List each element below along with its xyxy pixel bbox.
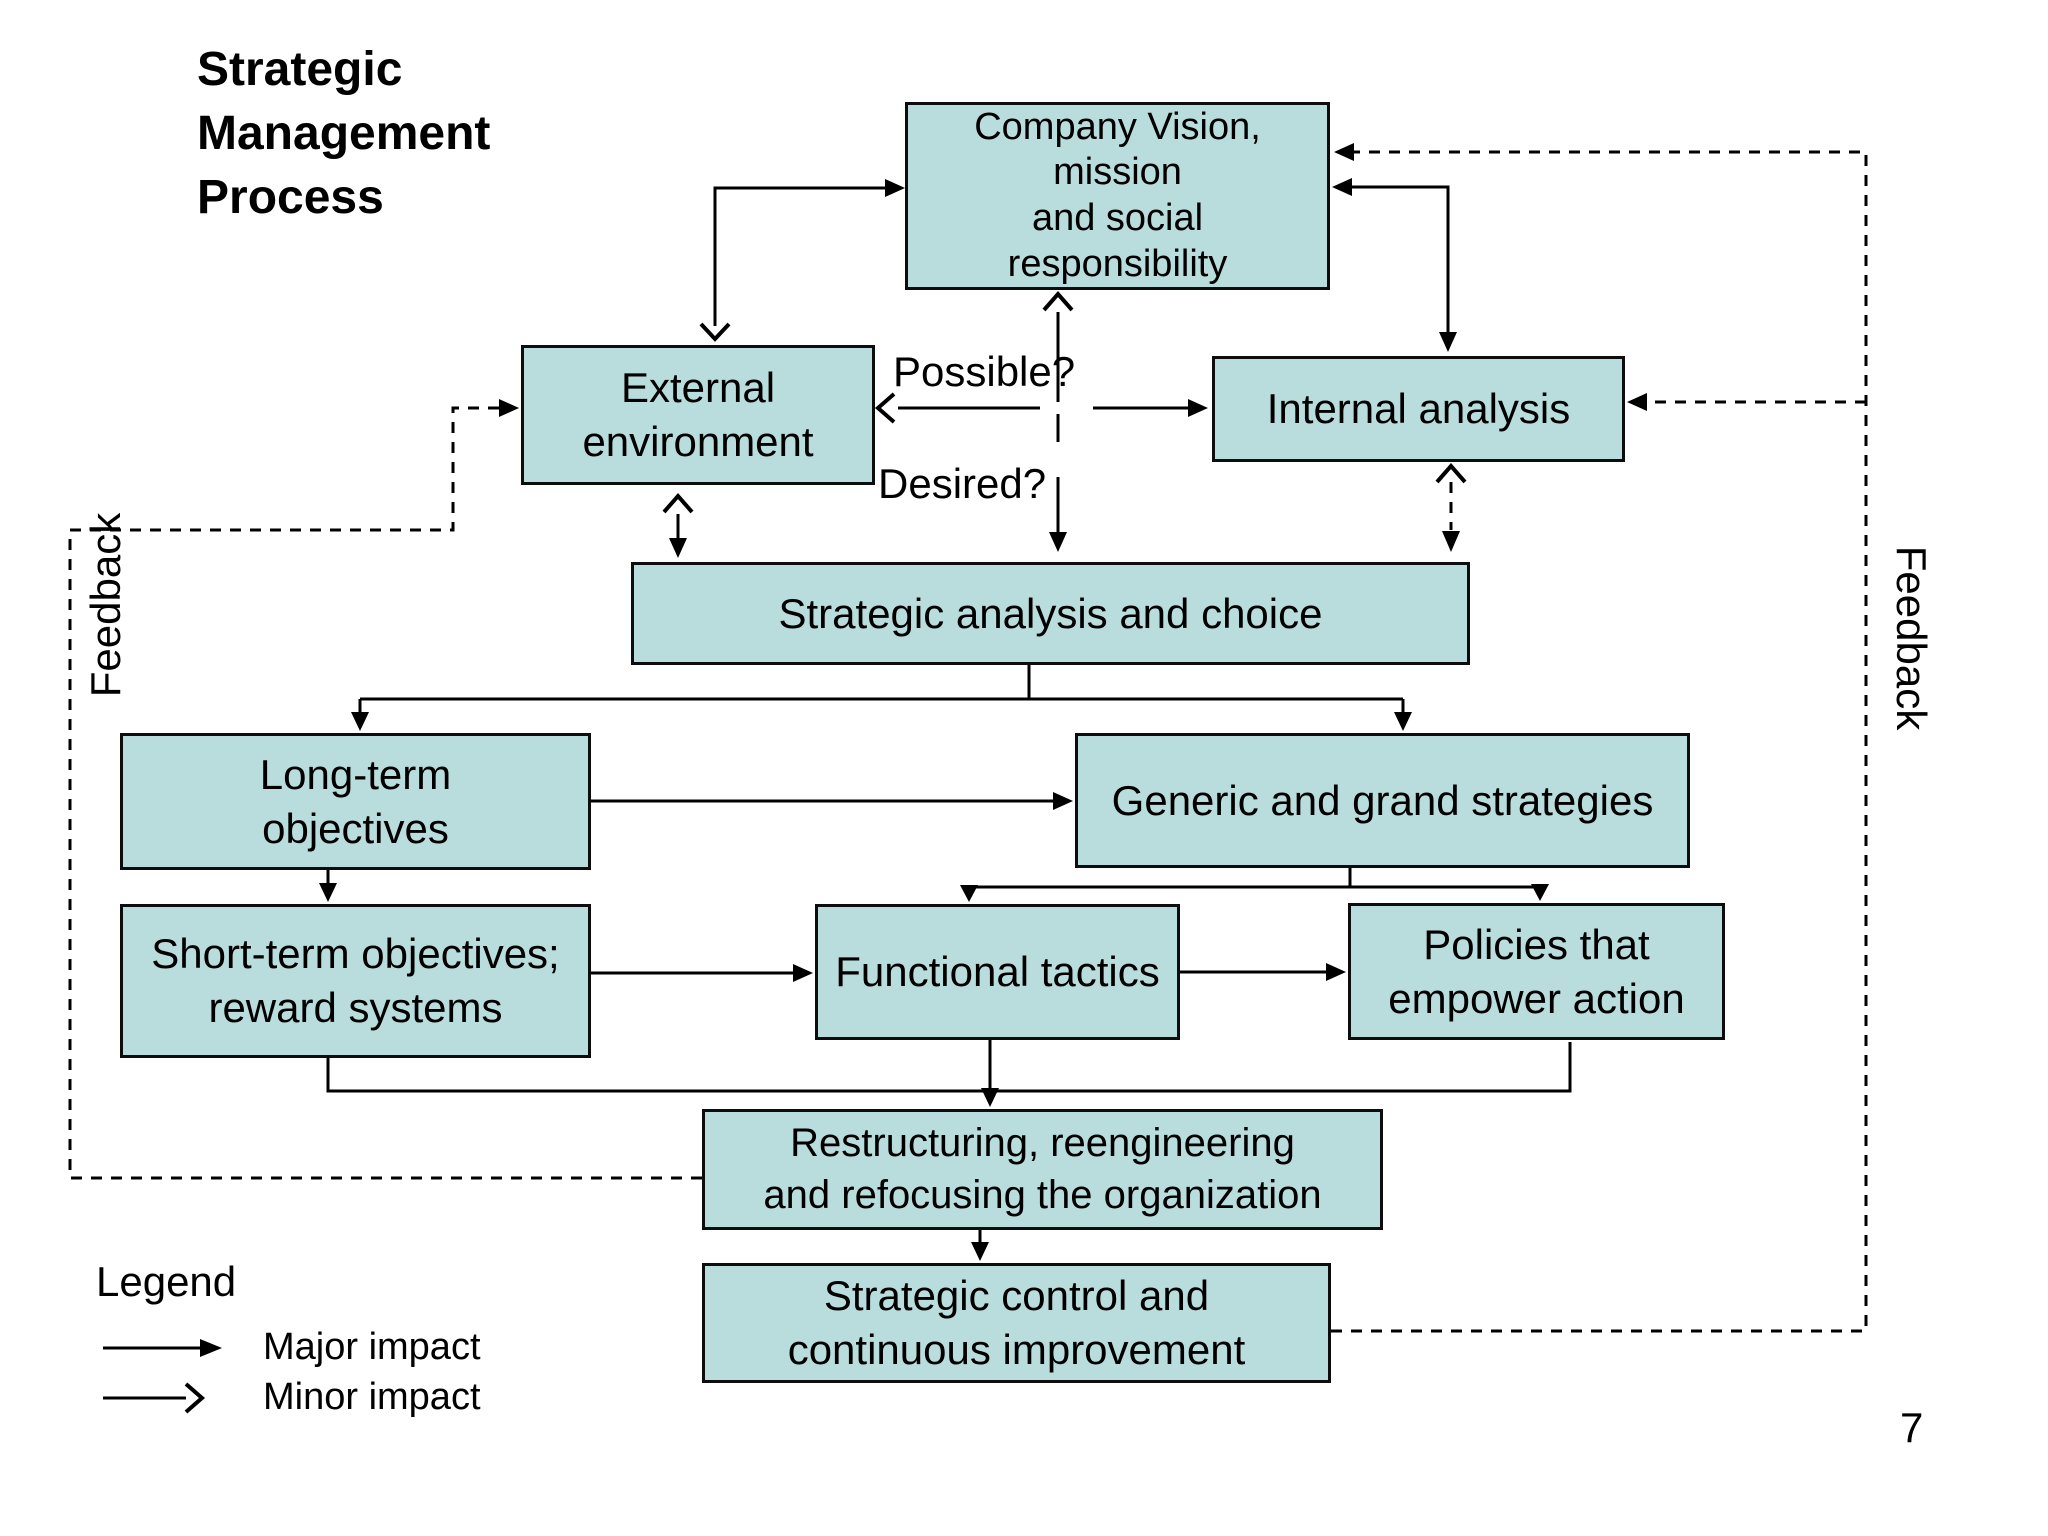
node-policies: Policies that empower action [1348, 903, 1725, 1040]
feedback-left-line [68, 399, 702, 1180]
page-number: 7 [1900, 1404, 1924, 1451]
arrow-restructuring-control [971, 1230, 989, 1261]
node-external-environment: External environment [521, 345, 875, 485]
node-long-term-objectives: Long-term objectives [120, 733, 591, 870]
label-possible: Possible? [893, 348, 1076, 395]
arrow-generic-split [960, 868, 1549, 902]
node-strategic-analysis: Strategic analysis and choice [631, 562, 1470, 665]
legend-label-minor: Minor impact [263, 1376, 481, 1418]
node-functional-tactics: Functional tactics [815, 904, 1180, 1040]
arrow-longterm-generic [591, 792, 1073, 810]
legend-minor-arrow [103, 1382, 206, 1414]
label-feedback-left: Feedback [82, 512, 129, 698]
arrow-shortterm-functional [591, 964, 813, 982]
feedback-right-line [1331, 143, 1868, 1333]
arrow-functional-restructuring [981, 1040, 999, 1107]
arrow-longterm-shortterm [319, 870, 337, 902]
label-feedback-right: Feedback [1888, 545, 1935, 731]
line-bottom-collector [326, 1042, 1572, 1093]
legend-heading: Legend [96, 1258, 237, 1305]
legend-label-major: Major impact [263, 1326, 481, 1368]
arrow-functional-policies [1180, 963, 1346, 981]
node-strategic-control: Strategic control and continuous improve… [702, 1263, 1331, 1383]
arrow-vision-external [699, 179, 905, 342]
label-desired: Desired? [878, 460, 1047, 507]
legend-major-arrow [103, 1339, 222, 1357]
arrow-vision-internal [1332, 178, 1457, 352]
node-short-term-objectives: Short-term objectives; reward systems [120, 904, 591, 1058]
arrow-external-strategic [662, 492, 694, 558]
node-generic-grand-strategies: Generic and grand strategies [1075, 733, 1690, 868]
slide-title: Strategic Management Process [197, 43, 491, 224]
arrow-strategic-split [351, 665, 1412, 731]
node-restructuring: Restructuring, reengineering and refocus… [702, 1109, 1383, 1230]
arrow-internal-strategic [1435, 462, 1467, 552]
node-internal-analysis: Internal analysis [1212, 356, 1625, 462]
arrow-possible-desired-cross [874, 290, 1208, 552]
node-company-vision: Company Vision, mission and social respo… [905, 102, 1330, 290]
